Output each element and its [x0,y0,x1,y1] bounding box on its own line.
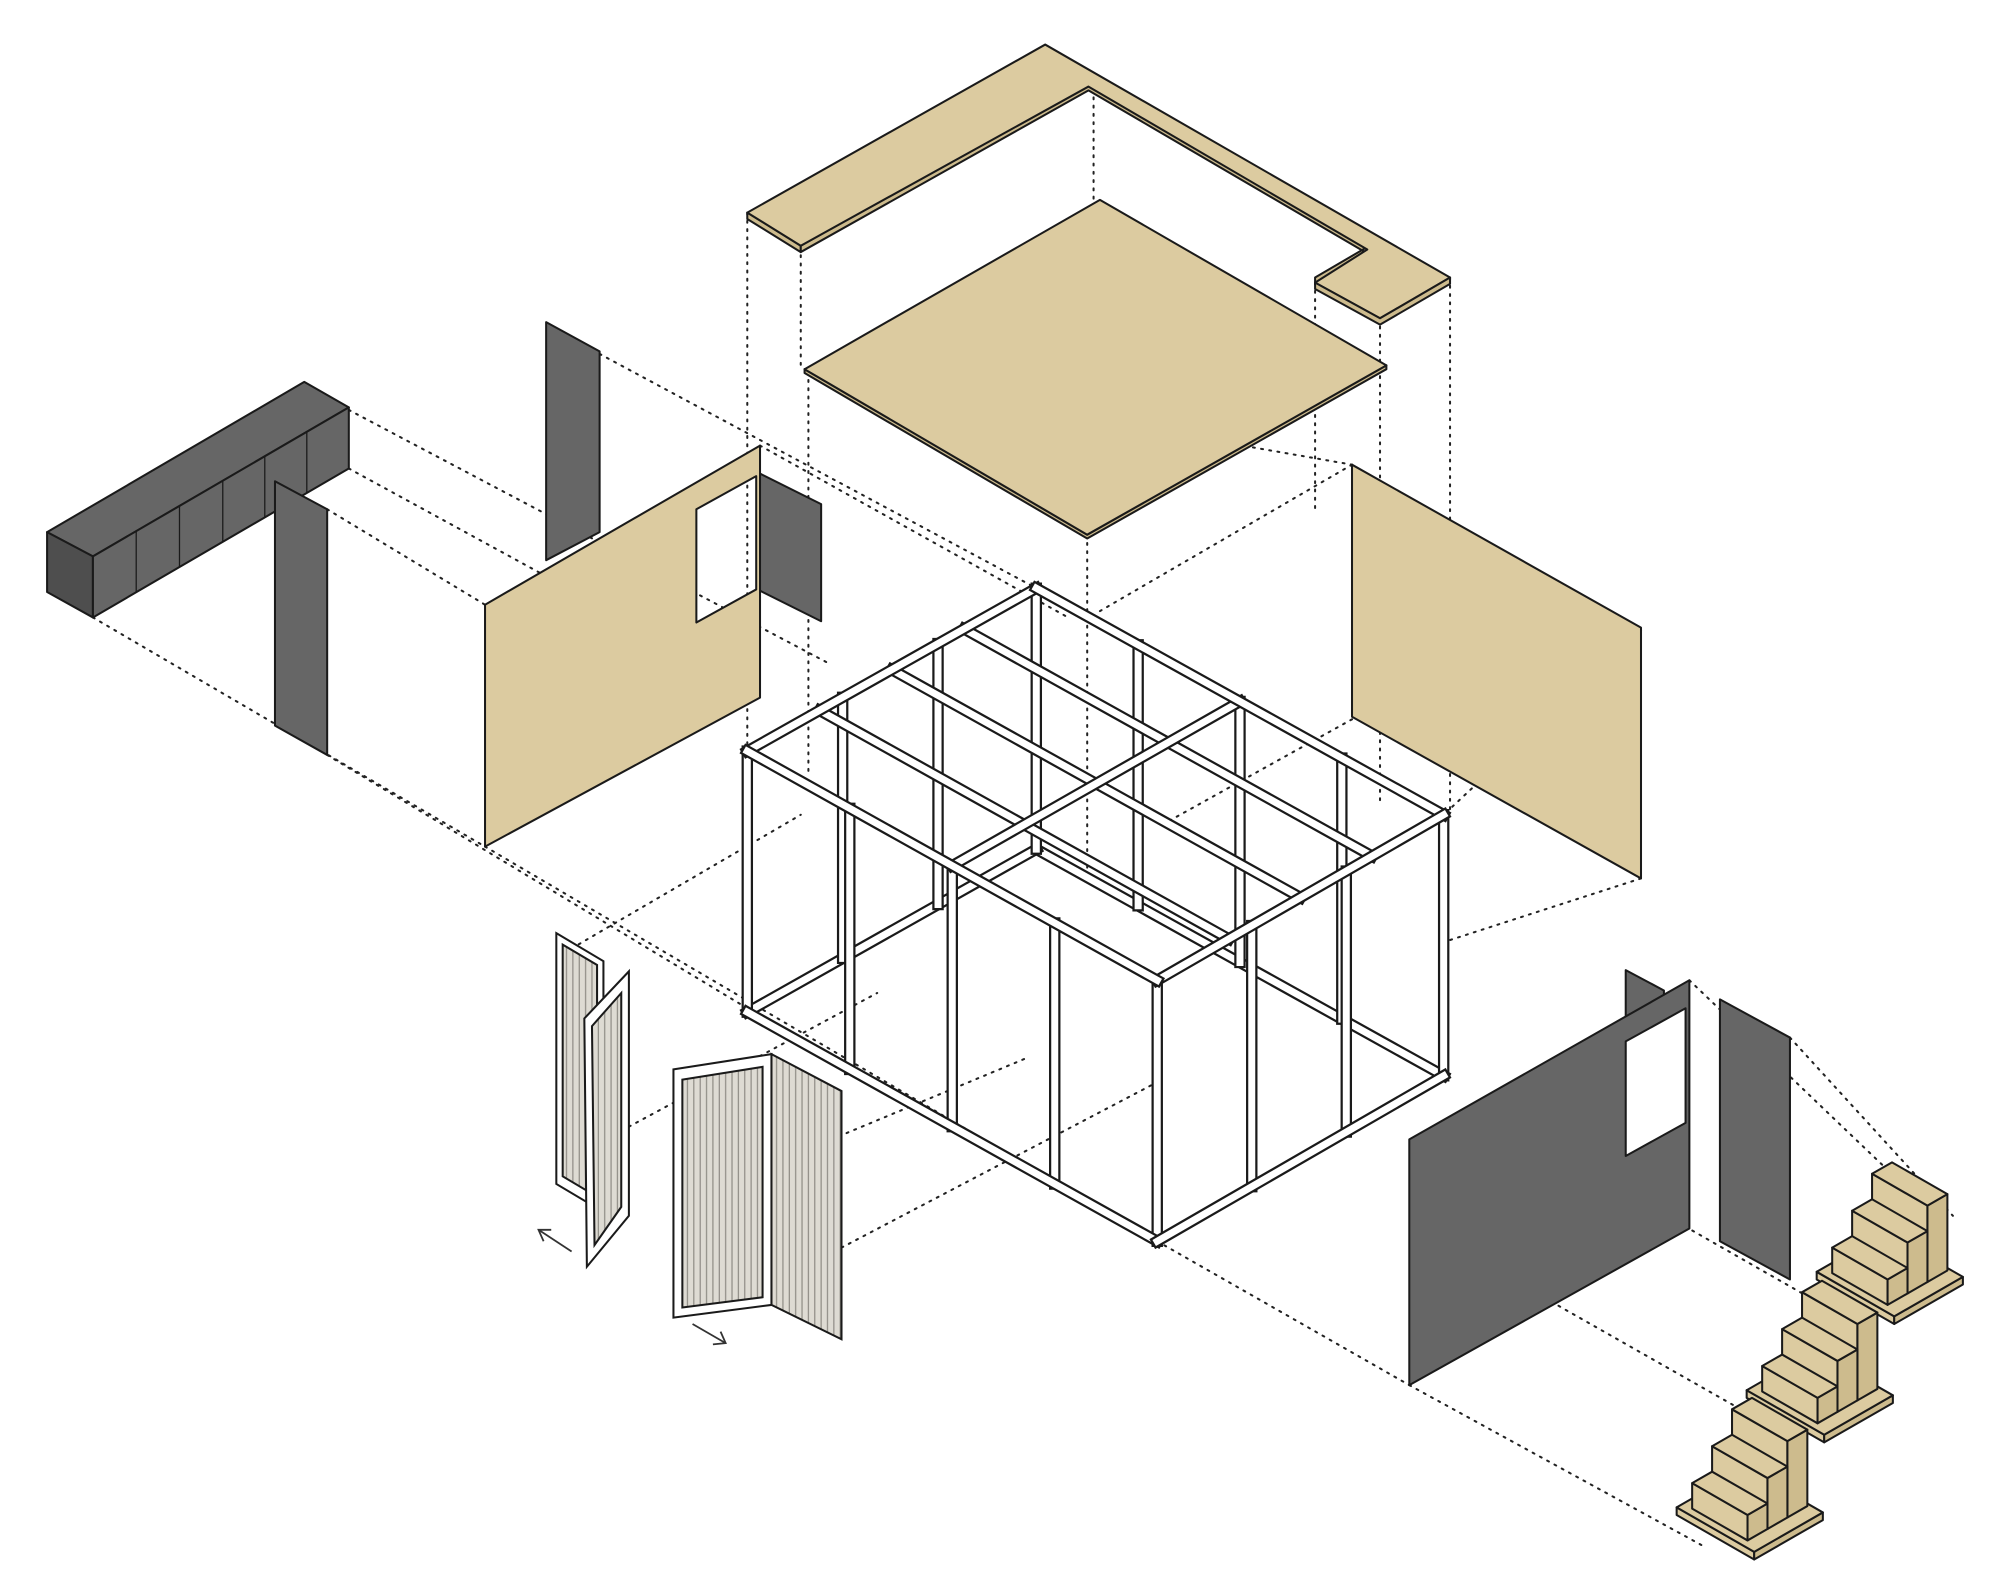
roof-ring [746,43,1452,326]
folding-door-left [537,931,630,1270]
step-unit [1815,1161,1964,1326]
narrow-dark-panel-left [273,480,329,756]
timber-frame [739,580,1452,1250]
wall-panel-left [484,444,823,848]
step-units [1675,1161,1964,1561]
roof-panel [803,198,1388,540]
step-unit [1745,1279,1894,1444]
cabinet [46,380,350,619]
frame-member [1149,1067,1452,1250]
frame-member [739,743,1166,989]
frame-member [739,1004,1166,1250]
narrow-dark-panel-tall [545,321,601,562]
folding-door-right [672,1052,843,1346]
frame-member [1028,580,1452,823]
swing-arrow-icon [692,1323,727,1346]
wall-panel-right [1350,463,1643,880]
narrow-dark-panel-right [1718,998,1791,1281]
window-shutter-panel [759,472,823,623]
frame-member [739,841,1045,1020]
step-unit [1675,1396,1824,1561]
frame-member [944,693,1248,874]
wall-panel-front-dark [1408,969,1691,1387]
frame-member [1149,806,1452,989]
swing-arrow-icon [537,1228,573,1253]
frame-member [739,580,1045,759]
